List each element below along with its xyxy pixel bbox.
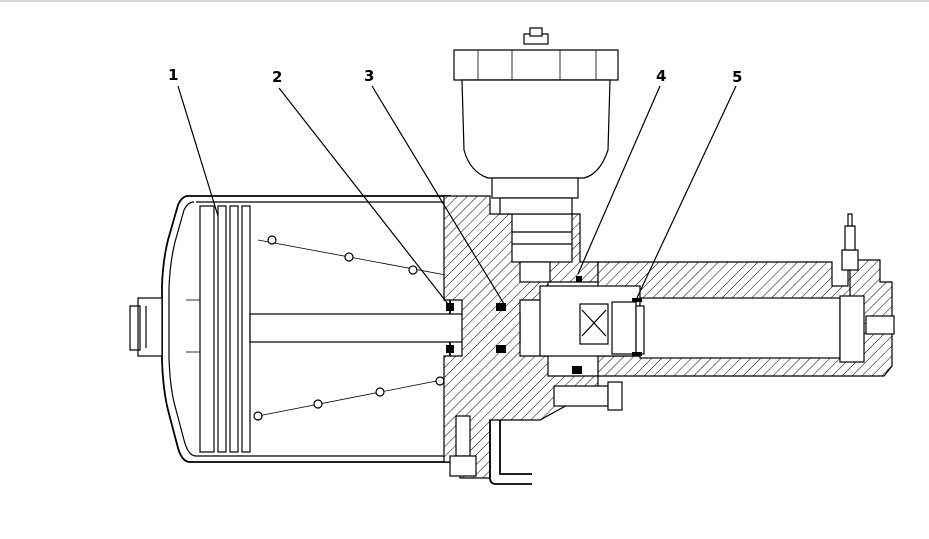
callout-4: 4 — [656, 67, 666, 85]
slave-cylinder — [539, 213, 895, 377]
fluid-reservoir — [453, 27, 619, 215]
callout-labels: 1 2 3 4 5 — [168, 66, 742, 86]
callout-5: 5 — [732, 68, 742, 86]
callout-3: 3 — [364, 67, 374, 85]
callout-1: 1 — [168, 66, 178, 84]
callout-leaders — [177, 85, 737, 305]
callout-2: 2 — [272, 68, 282, 86]
